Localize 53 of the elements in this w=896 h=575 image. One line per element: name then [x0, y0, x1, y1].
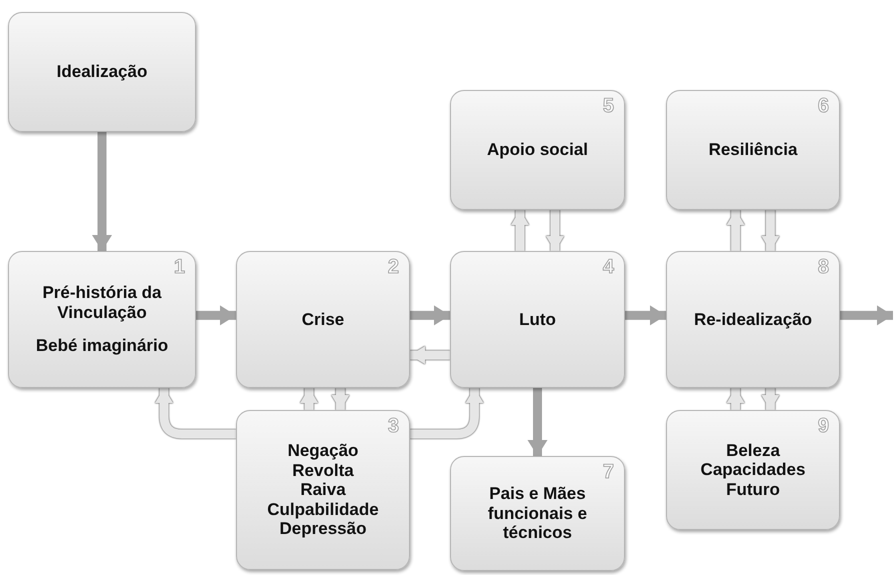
arrow: [625, 305, 666, 326]
arrow: [410, 346, 450, 364]
box-label: Idealização: [56, 62, 148, 82]
process-box: [450, 456, 625, 571]
box-label: Pré-história da Vinculação: [41, 283, 163, 322]
process-box: [666, 410, 840, 530]
box-label: Revolta: [292, 460, 354, 480]
arrow: [726, 388, 745, 410]
box-label: Re-idealização: [694, 310, 812, 330]
process-box: [8, 251, 196, 388]
box-label: Pais e Mães funcionais e técnicos: [486, 484, 588, 543]
box-label: Crise: [302, 310, 344, 330]
arrow: [726, 210, 745, 251]
arrow: [546, 210, 564, 251]
arrow: [331, 388, 350, 410]
arrow: [92, 132, 112, 251]
box-label: Resiliência: [708, 140, 798, 160]
box-label: Futuro: [726, 480, 780, 500]
process-box: [450, 90, 625, 210]
box-label: Raiva: [300, 480, 346, 500]
box-label: Culpabilidade: [267, 500, 379, 520]
arrow: [410, 388, 484, 438]
arrow: [300, 388, 318, 410]
step-number: 2: [388, 256, 399, 279]
arrow: [840, 305, 893, 326]
step-number: 7: [602, 461, 614, 484]
arrow: [761, 210, 780, 251]
arrow: [528, 388, 548, 456]
box-label: Beleza: [726, 440, 780, 460]
step-number: 4: [602, 256, 614, 279]
step-number: 6: [818, 95, 829, 118]
step-number: 3: [388, 415, 399, 438]
process-box: [8, 12, 196, 132]
box-label: Bebé imaginário: [36, 336, 168, 356]
process-box: [236, 251, 410, 388]
arrow: [761, 388, 780, 410]
arrow: [410, 305, 450, 326]
box-label: Capacidades: [700, 460, 806, 480]
box-label: Depressão: [280, 519, 366, 539]
arrow: [511, 210, 529, 251]
box-label: Negação: [288, 441, 358, 461]
step-number: 5: [602, 95, 614, 118]
box-label: Apoio social: [486, 140, 588, 160]
process-box: [450, 251, 625, 388]
box-label: Luto: [519, 310, 556, 330]
step-number: 9: [818, 415, 829, 438]
process-box: [236, 410, 410, 570]
process-box: [666, 90, 840, 210]
arrow: [196, 305, 236, 326]
step-number: 1: [174, 256, 185, 279]
arrow: [155, 388, 236, 438]
step-number: 8: [818, 256, 829, 279]
process-box: [666, 251, 840, 388]
